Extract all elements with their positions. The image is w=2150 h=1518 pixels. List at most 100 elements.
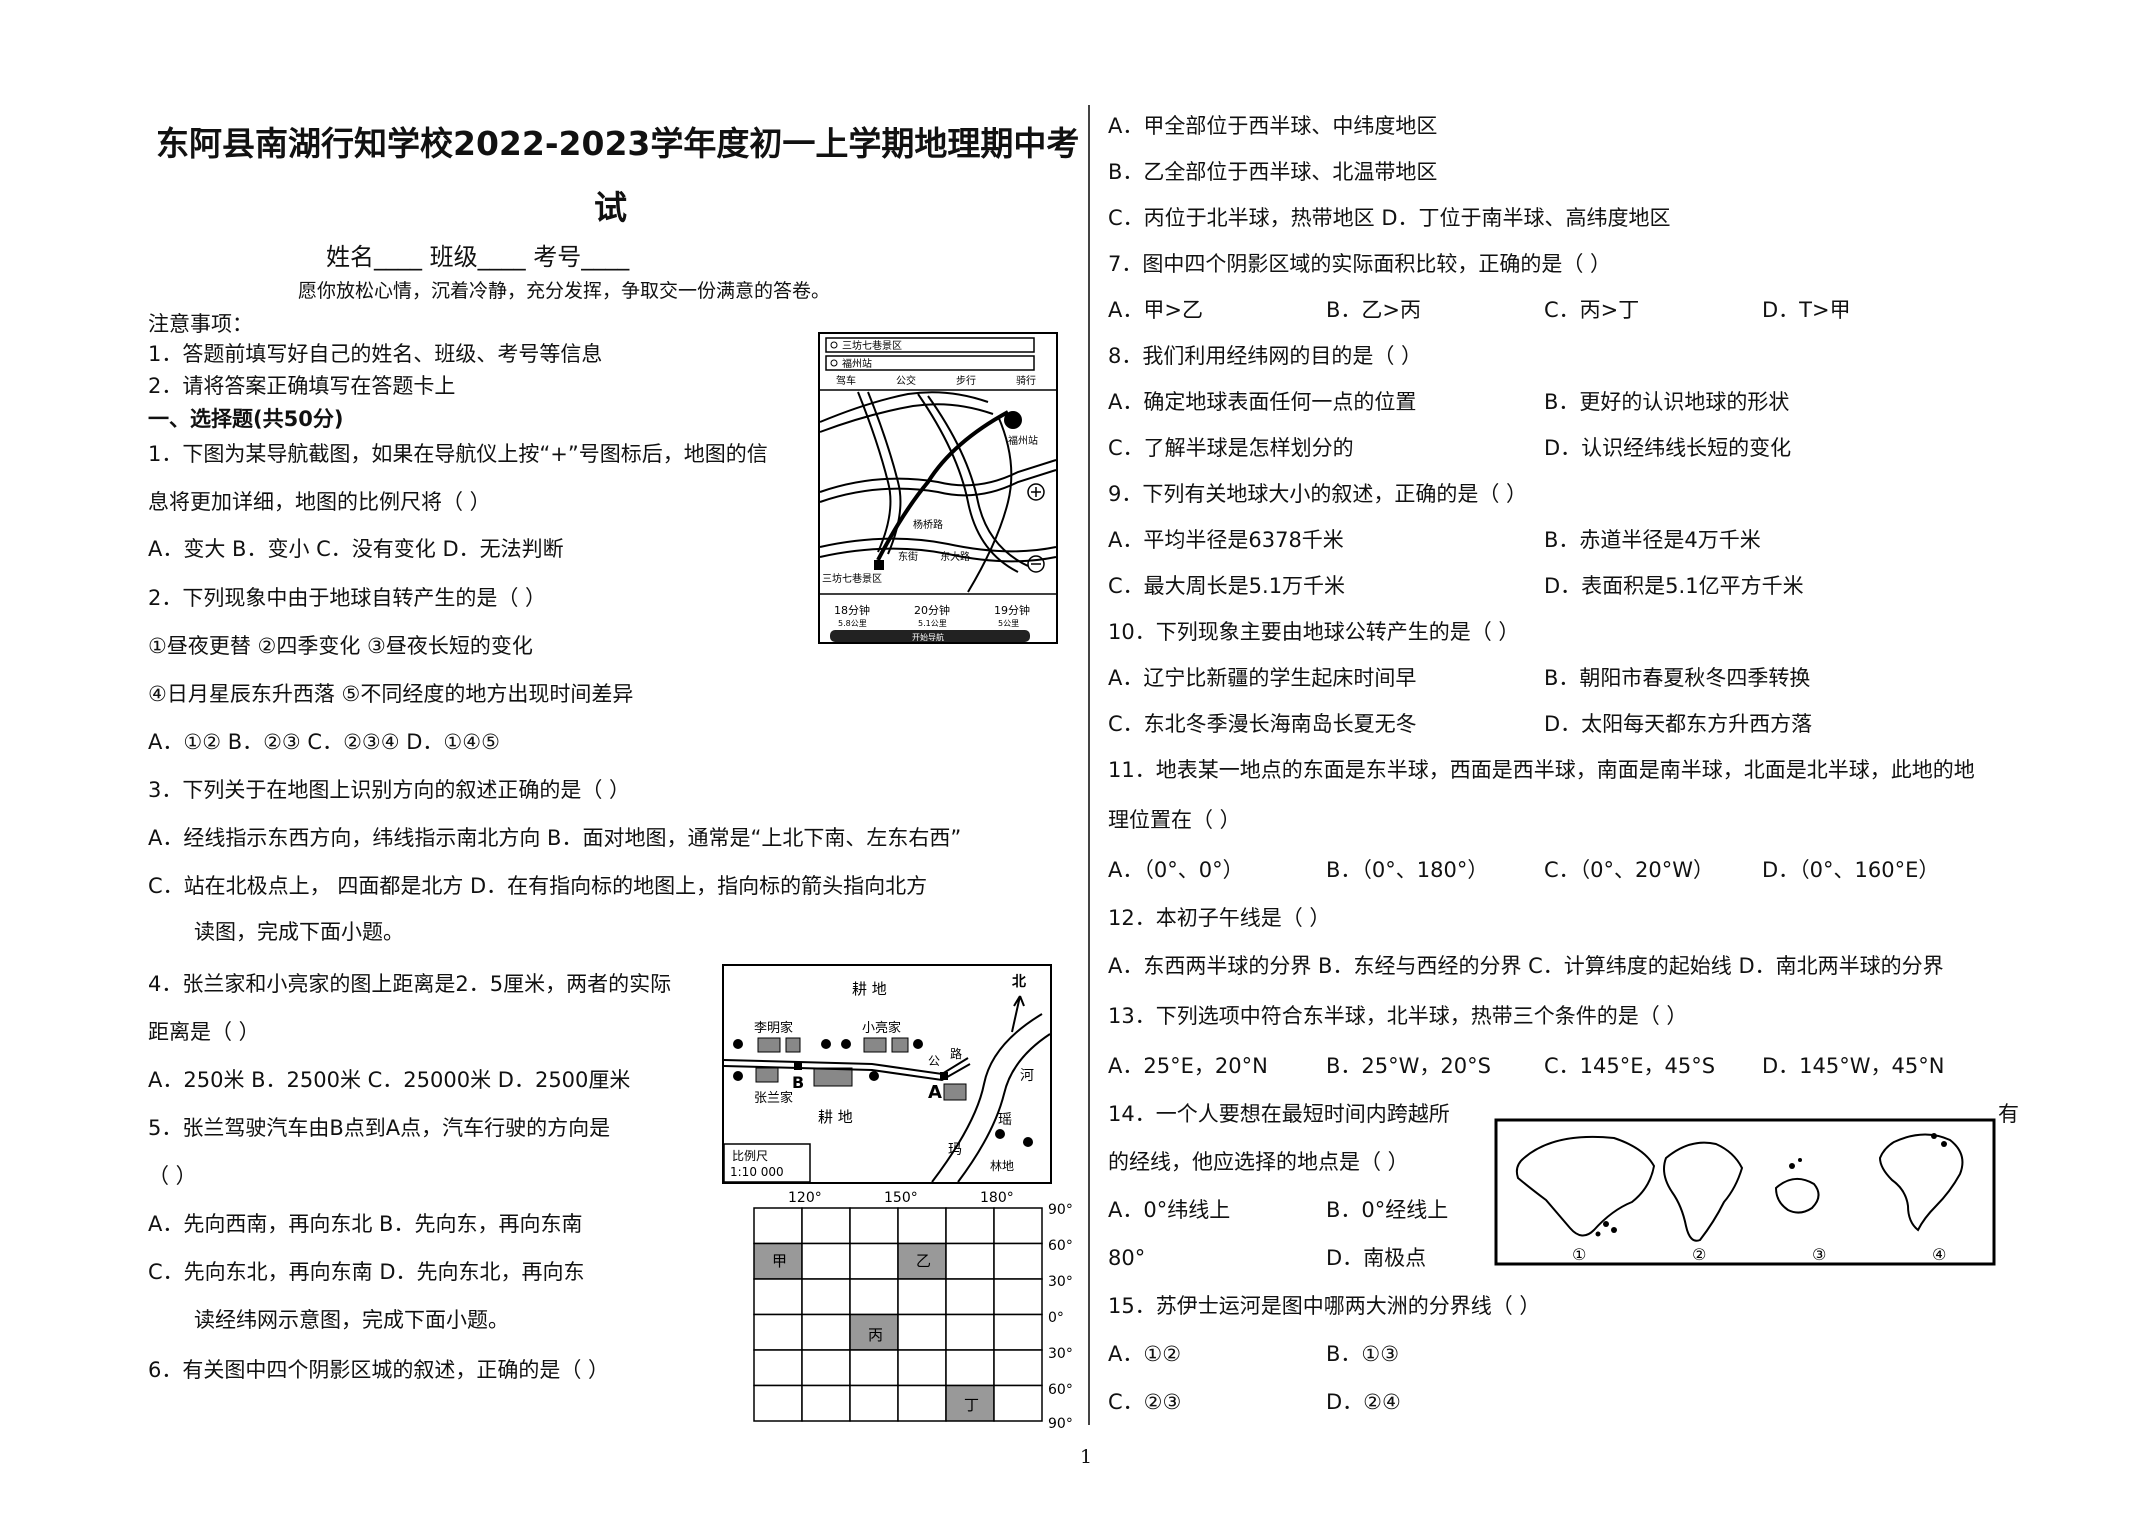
q5-line2: （ ） [148, 1164, 197, 1188]
grid-cell [945, 1313, 995, 1351]
village-label-ma: 玛 [948, 1142, 962, 1158]
nav-start-label: 开始导航 [912, 632, 944, 642]
q15: 15．苏伊士运河是图中哪两大洲的分界线（ ） [1108, 1294, 1541, 1318]
village-label-liming: 李明家 [754, 1020, 793, 1036]
q11-option-a: A．（0°、0°） [1108, 858, 1244, 882]
q15-option-b: B．①③ [1326, 1342, 1400, 1366]
cell-label-ding: 丁 [964, 1396, 979, 1414]
motto: 愿你放松心情，沉着冷静，充分发挥，争取交一份满意的答卷。 [298, 280, 831, 302]
lat-label-60s: 60° [1048, 1382, 1073, 1398]
cell-label-bing: 丙 [868, 1326, 883, 1344]
lat-label-0: 0° [1048, 1310, 1064, 1326]
grid-cell [801, 1242, 851, 1280]
nav-dist-2: 5.1公里 [918, 619, 947, 628]
q4-options: A．250米 B．2500米 C．25000米 D．2500厘米 [148, 1068, 631, 1092]
reading-intro-2: 读经纬网示意图，完成下面小题。 [194, 1308, 509, 1332]
grid-cell [801, 1313, 851, 1351]
note-1: 1．答题前填写好自己的姓名、班级、考号等信息 [148, 342, 603, 366]
grid-cell [945, 1349, 995, 1387]
grid-cell-shaded [897, 1242, 947, 1280]
q7-option-c: C．丙>丁 [1544, 298, 1640, 322]
q2: 2．下列现象中由于地球自转产生的是（ ） [148, 586, 547, 610]
grid-cell [801, 1207, 851, 1245]
q13-option-a: A．25°E，20°N [1108, 1054, 1268, 1078]
scale-title: 比例尺 [732, 1149, 768, 1163]
continent-africa-shape [1663, 1141, 1744, 1242]
q15-option-c: C．②③ [1108, 1390, 1182, 1414]
cell-label-yi: 乙 [916, 1252, 931, 1270]
nav-mode-bike[interactable]: 骑行 [1016, 374, 1036, 387]
grid-cell [945, 1207, 995, 1245]
q7-option-b: B．乙>丙 [1326, 298, 1422, 322]
nav-label-yangqiao: 杨桥路 [913, 518, 943, 531]
navigation-map-svg: 三坊七巷景区 福州站 驾车 公交 步行 骑行 [818, 332, 1058, 644]
grid-cell [849, 1349, 899, 1387]
nav-start-marker-icon [874, 560, 884, 570]
village-label-road-lu: 路 [950, 1046, 962, 1061]
q9-option-d: D．表面积是5.1亿平方千米 [1544, 574, 1804, 598]
nav-mode-walk[interactable]: 步行 [956, 374, 976, 387]
grid-cell [993, 1349, 1043, 1387]
q7-option-d: D．T>甲 [1762, 298, 1851, 322]
q9-option-a: A．平均半径是6378千米 [1108, 528, 1344, 552]
village-label-a: A [928, 1082, 942, 1103]
q3: 3．下列关于在地图上识别方向的叙述正确的是（ ） [148, 778, 631, 802]
q12-options: A．东西两半球的分界 B．东经与西经的分界 C．计算纬度的起始线 D．南北两半球… [1108, 954, 1944, 978]
nav-modes: 驾车 公交 步行 骑行 [836, 374, 1036, 387]
grid-cell [897, 1349, 947, 1387]
grid-cell [801, 1384, 851, 1422]
page-number: 1 [1080, 1446, 1093, 1468]
q2-options: A．①② B．②③ C．②③④ D．①④⑤ [148, 730, 500, 754]
scale-box [723, 1143, 811, 1183]
grid-cell [753, 1313, 803, 1351]
q11-option-c: C．（0°、20°W） [1544, 858, 1715, 882]
nav-mode-bus[interactable]: 公交 [896, 374, 916, 387]
q3-options-1: A．经线指示东西方向，纬线指示南北方向 B．面对地图，通常是“上北下南、左东右西… [148, 826, 962, 850]
nav-mode-drive[interactable]: 驾车 [836, 374, 856, 387]
q2-items-1: ①昼夜更替 ②四季变化 ③昼夜长短的变化 [148, 634, 533, 658]
lon-labels: 120° 150° 180° [788, 1190, 1014, 1206]
q13-option-b: B．25°W，20°S [1326, 1054, 1491, 1078]
q14-option-b: B．0°经线上 [1326, 1198, 1449, 1222]
q4-line2: 距离是（ ） [148, 1020, 260, 1044]
nav-zoom-out-icon[interactable] [1027, 555, 1045, 573]
note-2: 2．请将答案正确填写在答题卡上 [148, 374, 456, 398]
q7: 7．图中四个阴影区域的实际面积比较，正确的是（ ） [1108, 252, 1612, 276]
lat-label-90n: 90° [1048, 1202, 1073, 1218]
nav-zoom-in-icon[interactable] [1027, 483, 1045, 501]
continent-europe-shape [1774, 1177, 1820, 1214]
village-label-road-gong: 公 [928, 1054, 940, 1068]
q5-options-1: A．先向西南，再向东北 B．先向东，再向东南 [148, 1212, 583, 1236]
q12: 12．本初子午线是（ ） [1108, 906, 1331, 930]
village-map-figure: 耕 地 北 李明家 小亮家 公 路 [722, 964, 1052, 1184]
q9-option-b: B．赤道半径是4万千米 [1544, 528, 1761, 552]
nav-label-station: 福州站 [1008, 434, 1038, 447]
q9-option-c: C．最大周长是5.1万千米 [1108, 574, 1346, 598]
graticule-svg: 120° 150° 180° 90° 60° 30° 0° 30° 60° 90… [753, 1190, 1073, 1432]
grid-cell-shaded [945, 1384, 995, 1422]
q13-option-c: C．145°E，45°S [1544, 1054, 1716, 1078]
grid-cell [897, 1278, 947, 1316]
exam-title-line1: 东阿县南湖行知学校2022-2023学年度初一上学期地理期中考 [156, 124, 1080, 163]
nav-start-button[interactable] [830, 630, 1030, 642]
nav-dest2: 福州站 [842, 357, 872, 370]
continent-label-1: ① [1572, 1245, 1586, 1264]
graticule-grid [753, 1207, 1043, 1422]
grid-cell [945, 1242, 995, 1280]
lat-labels: 90° 60° 30° 0° 30° 60° 90° [1048, 1202, 1073, 1432]
student-info: 姓名____ 班级____ 考号____ [326, 243, 630, 271]
q5-options-2: C．先向东北，再向东南 D．先向东北，再向东 [148, 1260, 585, 1284]
q14-line1-tail: 有 [1998, 1102, 2019, 1126]
q10-option-d: D．太阳每天都东方升西方落 [1544, 712, 1813, 736]
q15-option-a: A．①② [1108, 1342, 1182, 1366]
point-a-marker [940, 1072, 948, 1080]
cell-label-jia: 甲 [772, 1252, 787, 1270]
q8-option-c: C．了解半球是怎样划分的 [1108, 436, 1354, 460]
nav-dist-3: 5公里 [998, 619, 1019, 628]
lon-label-120: 120° [788, 1190, 822, 1206]
nav-time-1: 18分钟 [834, 603, 870, 617]
nav-label-dongda: 东大路 [940, 550, 970, 563]
village-label-river: 河 [1020, 1068, 1034, 1084]
village-tree-icons [733, 1039, 1033, 1147]
